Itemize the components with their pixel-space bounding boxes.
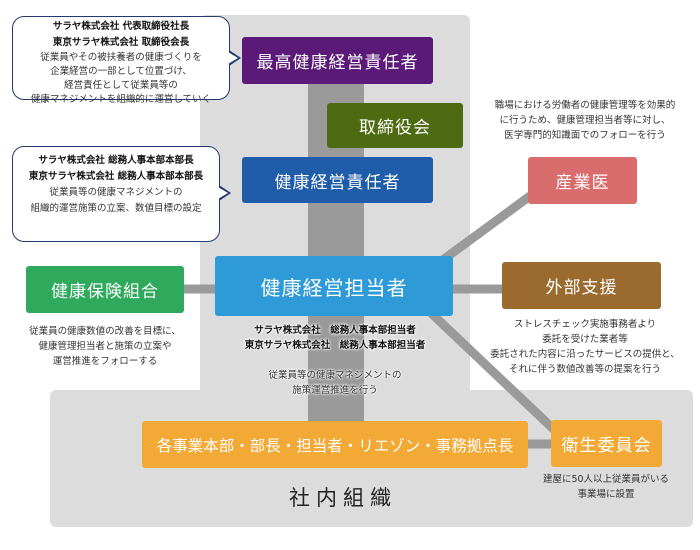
desc-line: 組織的運営施策の立案、数値目標の設定 (30, 203, 202, 214)
desc-line: 従業員等の健康マネジメントの (49, 187, 183, 198)
note-line: 健康管理担当者と施策の立案や (38, 341, 172, 352)
node-hm-officer: 健康経営責任者 (242, 157, 433, 203)
callout-officer-title2: 東京サラヤ株式会社 総務人事本部本部長 (28, 171, 204, 182)
desc-line: 経営責任として従業員等の (64, 80, 178, 91)
note-staff-titles: サラヤ株式会社 総務人事本部担当者 東京サラヤ株式会社 総務人事本部担当者 (225, 323, 445, 353)
note-line: 委託を受けた業者等 (542, 334, 628, 345)
callout-cho-title1: サラヤ株式会社 代表取締役社長 (52, 21, 190, 32)
internal-org-label: 社内組織 (289, 486, 397, 510)
note-line: 委託された内容に沿ったサービスの提供と、 (490, 349, 680, 360)
note-line: に行うため、健康管理担当者等に対し、 (499, 115, 671, 126)
note-insurance: 従業員の健康数値の改善を目標に、 健康管理担当者と施策の立案や 運営推進をフォロ… (5, 324, 205, 369)
callout-officer-title1: サラヤ株式会社 総務人事本部本部長 (38, 155, 194, 166)
node-external: 外部支援 (502, 262, 661, 309)
callout-cho-desc: 従業員やその被扶養者の健康づくりを 企業経営の一部として位置づけ、 経営責任とし… (13, 51, 229, 107)
note-line: ストレスチェック実施事務者より (513, 319, 657, 330)
node-divisions: 各事業本部・部長・担当者・リエゾン・事務拠点長 (142, 421, 528, 468)
node-doctor: 産業医 (528, 157, 637, 204)
note-line: 建屋に50人以上従業員がいる (542, 474, 670, 485)
node-committee: 衛生委員会 (551, 420, 662, 467)
note-external: ストレスチェック実施事務者より 委託を受けた業者等 委託された内容に沿ったサービ… (475, 317, 695, 377)
note-line: 従業員等の健康マネジメントの (268, 370, 402, 381)
callout-pointer (228, 49, 241, 66)
callout-pointer (218, 184, 231, 201)
note-line: 医学専門的知識面でのフォローを行う (504, 130, 666, 141)
desc-line: 企業経営の一部として位置づけ、 (50, 66, 192, 77)
note-line: 従業員の健康数値の改善を目標に、 (29, 326, 181, 337)
note-line: 事業場に設置 (577, 489, 635, 500)
callout-officer: サラヤ株式会社 総務人事本部本部長 東京サラヤ株式会社 総務人事本部本部長 従業… (12, 146, 231, 242)
note-line: 施策運営推進を行う (292, 385, 378, 396)
callout-cho: サラヤ株式会社 代表取締役社長 東京サラヤ株式会社 取締役会長 従業員やその被扶… (12, 16, 241, 105)
desc-line: 健康マネジメントを組織的に運営していく (30, 94, 212, 105)
note-line: 職場における労働者の健康管理等を効果的 (494, 100, 676, 111)
note-line: 運営推進をフォローする (52, 356, 158, 367)
callout-cho-title2: 東京サラヤ株式会社 取締役会長 (52, 37, 190, 48)
line-committee (426, 308, 569, 444)
node-cho: 最高健康経営責任者 (242, 37, 433, 84)
desc-line: 従業員やその被扶養者の健康づくりを (40, 52, 202, 63)
note-line: 東京サラヤ株式会社 総務人事本部担当者 (244, 340, 426, 351)
node-health-insurance: 健康保険組合 (26, 266, 184, 313)
note-line: それに伴う数値改善等の提案を行う (508, 364, 661, 375)
note-line: サラヤ株式会社 総務人事本部担当者 (254, 325, 416, 336)
note-staff-desc: 従業員等の健康マネジメントの 施策運営推進を行う (240, 368, 430, 398)
node-board: 取締役会 (327, 103, 463, 148)
line-doctor (437, 181, 548, 266)
note-committee: 建屋に50人以上従業員がいる 事業場に設置 (530, 472, 682, 502)
node-hm-staff: 健康経営担当者 (215, 256, 453, 316)
note-doctor: 職場における労働者の健康管理等を効果的 に行うため、健康管理担当者等に対し、 医… (475, 98, 695, 143)
